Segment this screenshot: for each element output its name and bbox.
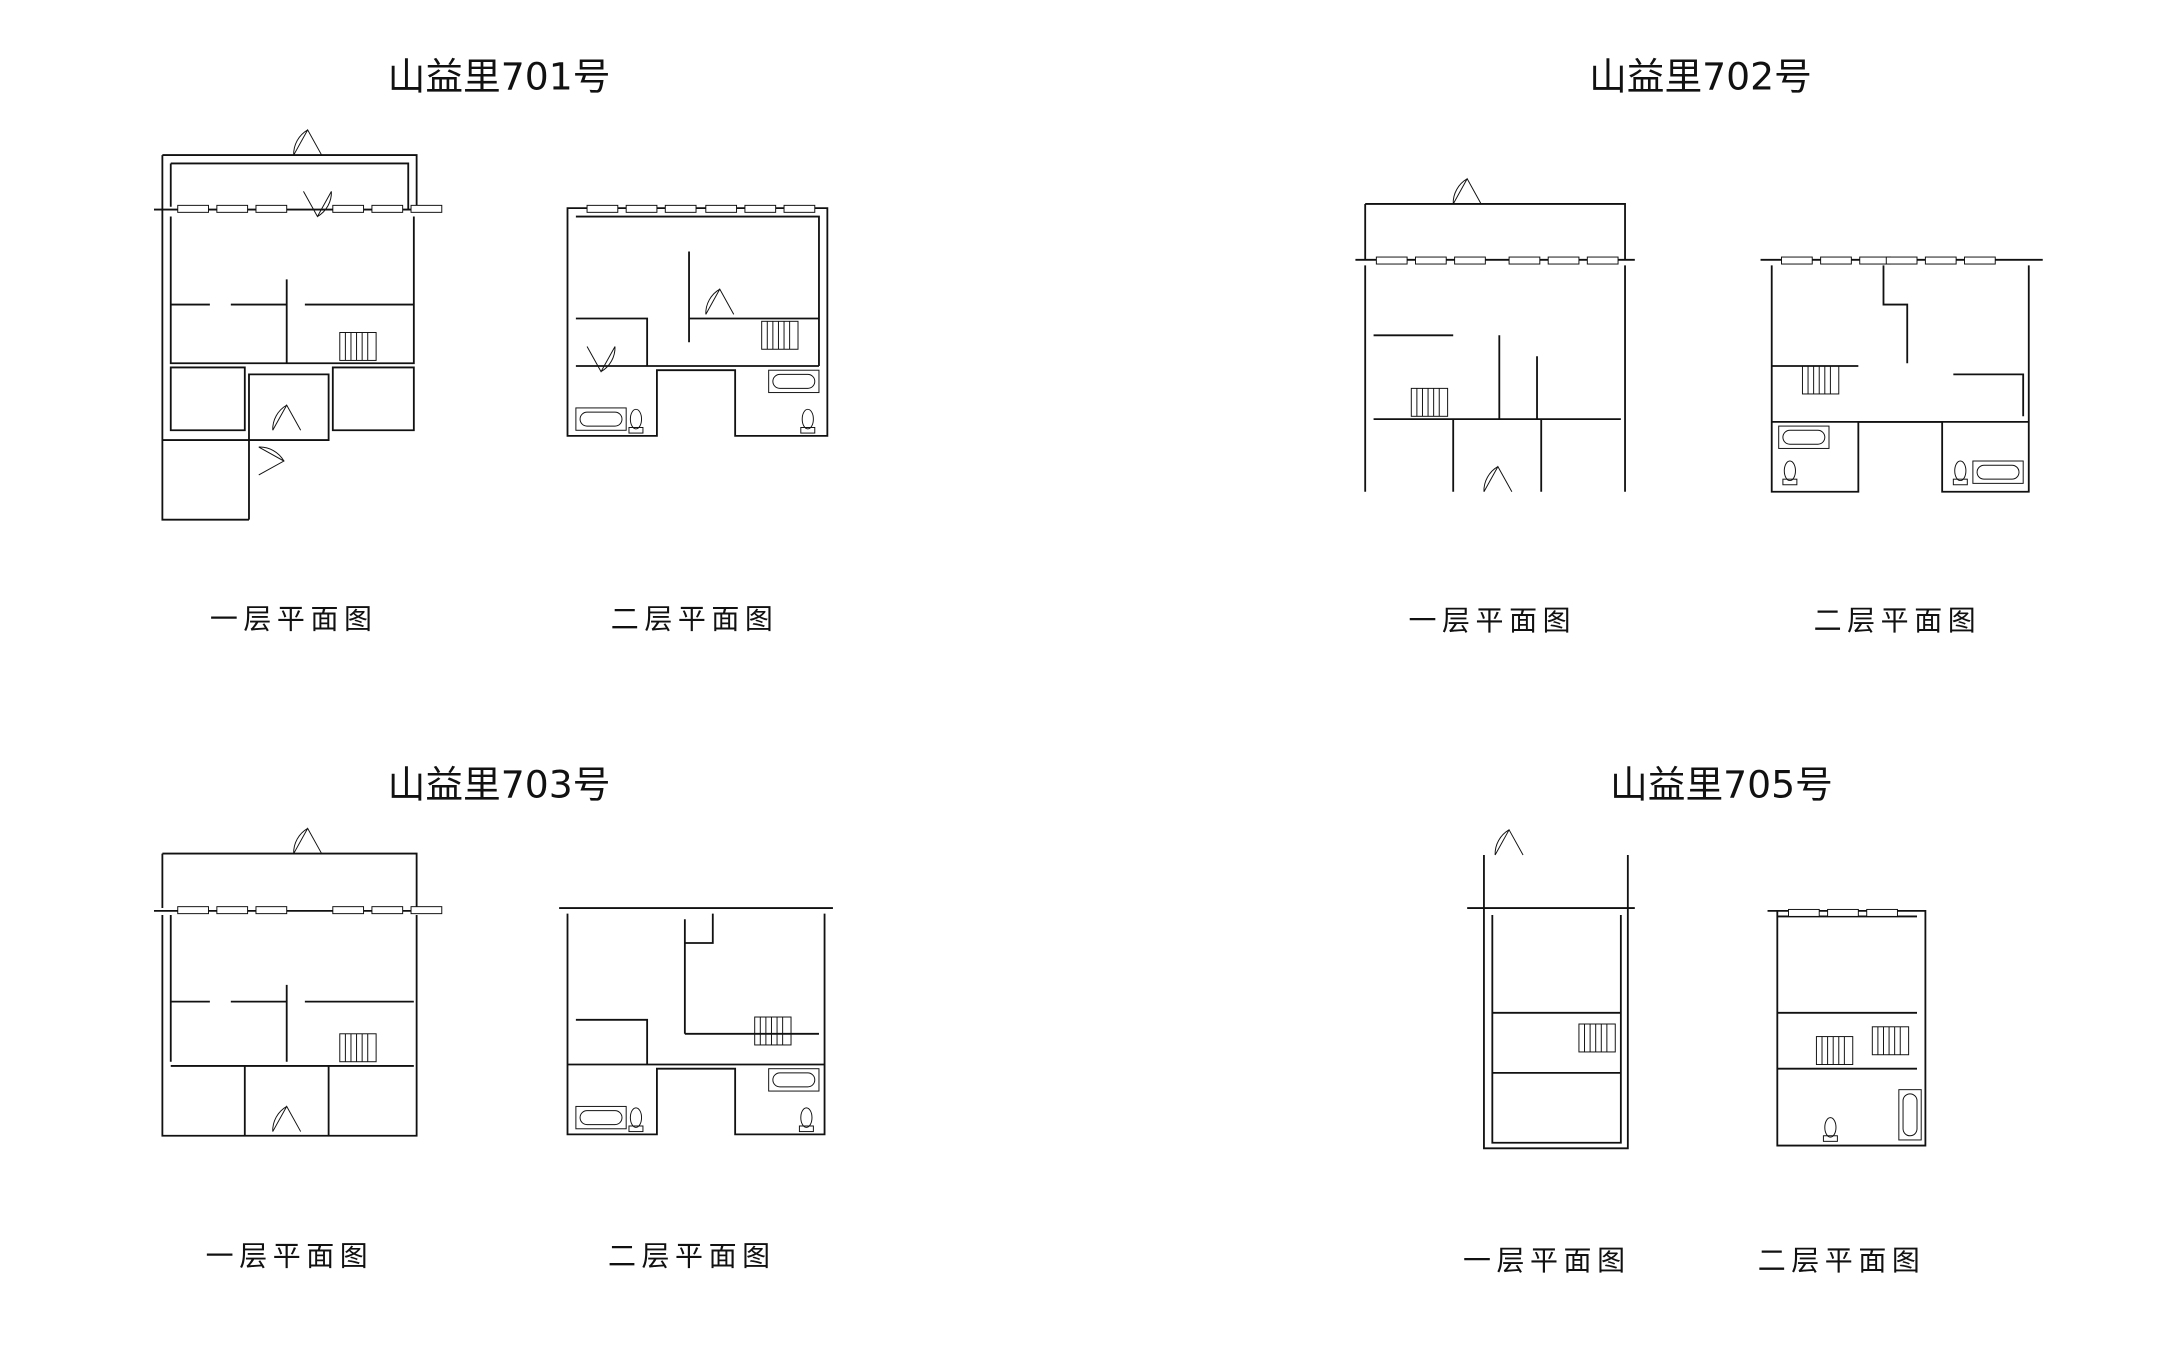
house-title: 山益里701号 [388,54,611,98]
floor-plan-703-ground [153,827,443,1137]
floor2-label: 二层平面图 [1758,1244,1926,1277]
house-title: 山益里703号 [388,763,611,807]
house-702: 山益里702号 一层平面图 二层平面图 [1355,54,2043,637]
floor1-label: 一层平面图 [210,603,378,636]
floor2-label: 二层平面图 [1814,604,1982,637]
house-title: 山益里705号 [1610,763,1833,807]
floor-plan-705-upper [1767,908,1927,1147]
house-705: 山益里705号 一层平面图 二层平面图 [1463,763,1927,1277]
floor-plan-701-upper [566,204,829,437]
house-title: 山益里702号 [1589,54,1812,98]
floor1-label: 一层平面图 [1409,604,1577,637]
floor-plan-702-upper [1760,256,2043,493]
floor-plan-701-ground [153,129,443,521]
house-703: 山益里703号 一层平面图 二层平面图 [153,763,833,1273]
house-701: 山益里701号 一层平面图 二层平面图 [153,54,829,636]
floor1-label: 一层平面图 [1463,1244,1631,1277]
floor-plan-705-ground [1467,829,1635,1150]
floor2-label: 二层平面图 [611,603,779,636]
floor-plan-703-upper [559,907,833,1136]
floor2-label: 二层平面图 [608,1240,776,1273]
floor-plan-702-ground [1355,178,1635,493]
floor1-label: 一层平面图 [206,1240,374,1273]
